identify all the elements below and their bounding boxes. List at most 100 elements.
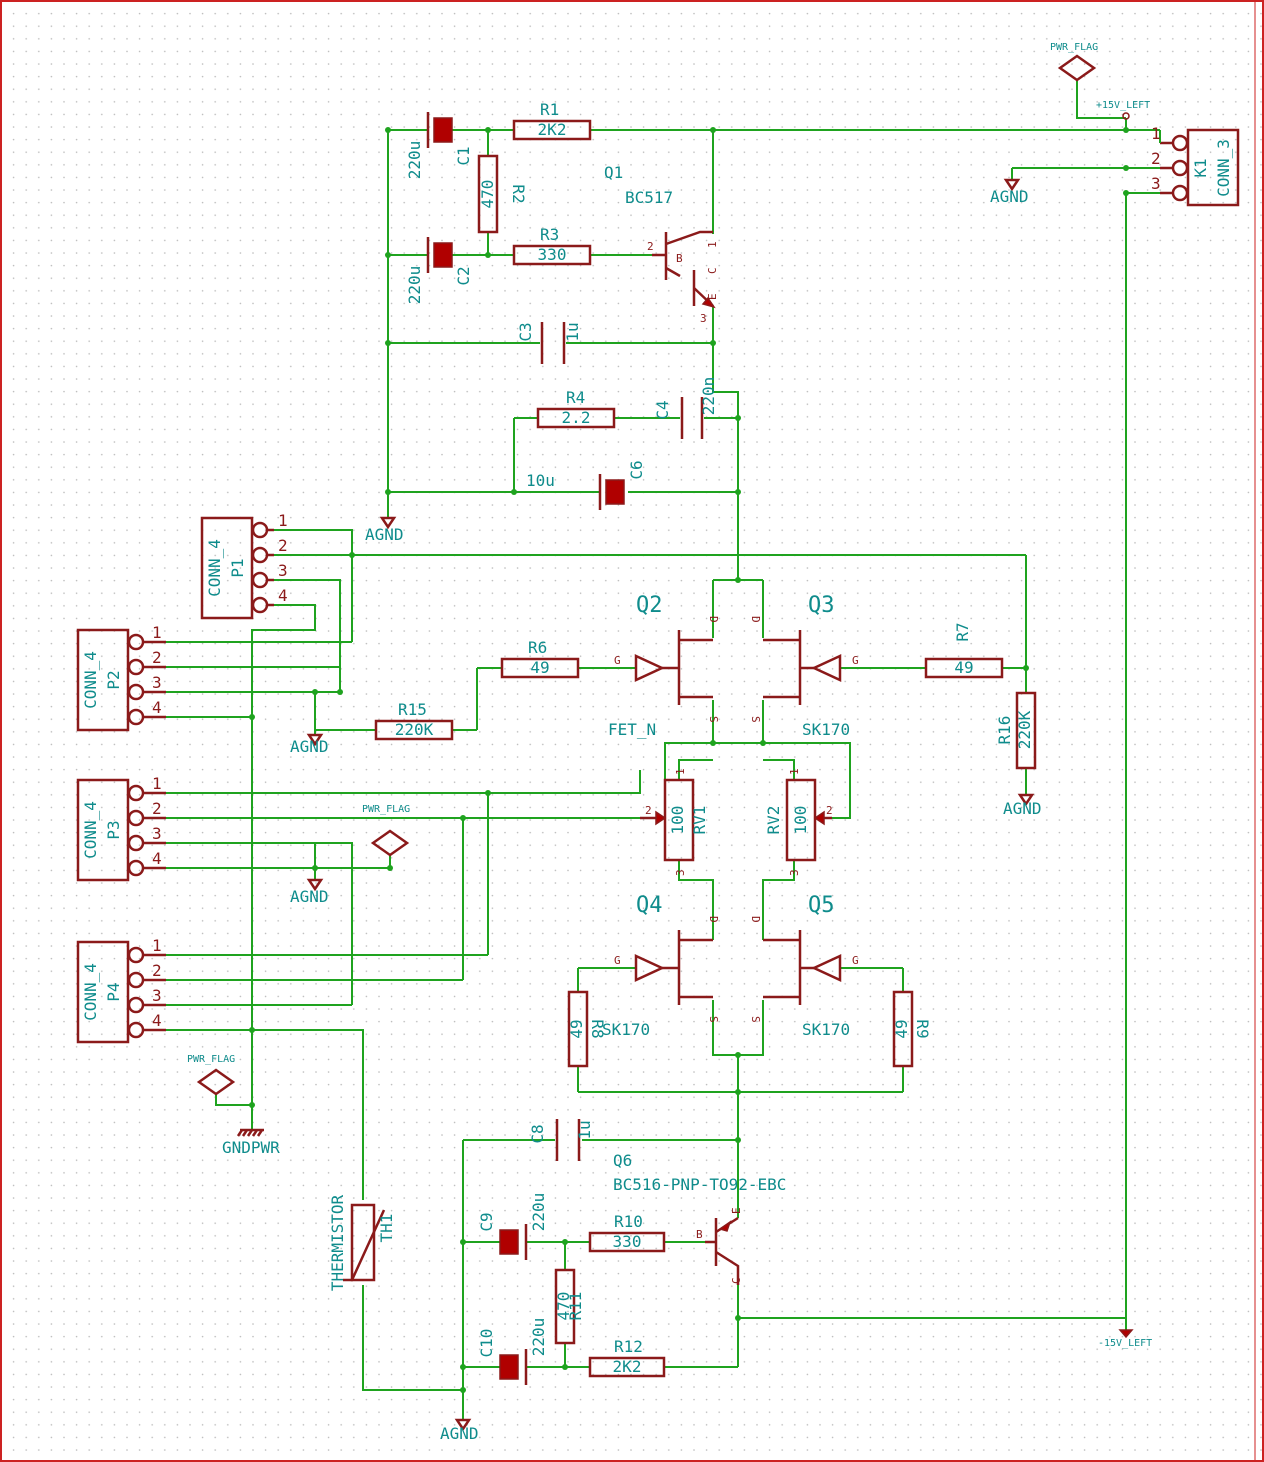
transistor-q1[interactable]: Q1 BC517 B C E 2 1 3 <box>604 163 719 325</box>
pin-g-q4: G <box>614 954 621 967</box>
value-c8: 1u <box>575 1120 594 1139</box>
ref-r9: R9 <box>913 1019 932 1038</box>
resistor-r4[interactable]: R4 2.2 <box>536 388 616 429</box>
pin-d-q2: D <box>707 616 720 623</box>
pin-c-q6: C <box>730 1277 743 1284</box>
pin-d-q4: D <box>707 916 720 923</box>
thermistor-th1[interactable]: THERMISTOR TH1 <box>328 1194 396 1291</box>
pin-s-q2: S <box>707 716 720 723</box>
transistor-q3[interactable]: Q3 SK170 G D S <box>749 593 859 739</box>
resistor-r7[interactable]: R7 49 <box>924 622 1004 679</box>
vneg-symbol: -15V_LEFT <box>1098 1329 1152 1349</box>
pin-1-p3: 1 <box>152 774 162 793</box>
resistor-r12[interactable]: R12 2K2 <box>588 1337 666 1378</box>
pwr-flag-label-top: PWR_FLAG <box>1050 42 1098 53</box>
agnd-symbol-p3: AGND <box>290 878 329 906</box>
resistor-r9[interactable]: 49 R9 <box>892 990 932 1068</box>
value-r10: 330 <box>613 1232 642 1251</box>
resistor-r10[interactable]: R10 330 <box>588 1212 666 1253</box>
value-c2: 220u <box>405 266 424 305</box>
vpos-symbol: +15V_LEFT <box>1096 100 1150 120</box>
resistor-r15[interactable]: R15 220K <box>374 700 454 741</box>
pin-3-q1: 3 <box>700 312 707 325</box>
pin-1-p1: 1 <box>278 511 288 530</box>
pin-1-q1: 1 <box>706 241 719 248</box>
resistor-r11[interactable]: 470 R11 <box>554 1268 585 1345</box>
value-c1: 220u <box>405 141 424 180</box>
potentiometer-rv2[interactable]: 100 RV2 2 1 3 <box>764 768 833 876</box>
pin-4-p2: 4 <box>152 698 162 717</box>
pin-3-k1: 3 <box>1151 174 1161 193</box>
pin-4-p3: 4 <box>152 849 162 868</box>
capacitor-c6[interactable]: C6 10u <box>526 460 646 510</box>
capacitor-c2[interactable]: C2 220u <box>405 237 473 304</box>
capacitor-c8[interactable]: C8 1u <box>528 1119 594 1161</box>
connector-p2[interactable]: 1 2 3 4 CONN_4 P2 <box>76 623 166 732</box>
value-q3: SK170 <box>802 720 850 739</box>
resistor-r3[interactable]: R3 330 <box>512 225 592 266</box>
capacitor-c3[interactable]: C3 1u <box>516 322 582 364</box>
connector-k1[interactable]: 1 2 3 K1 CONN_3 <box>1151 124 1240 207</box>
pin-3-p4: 3 <box>152 986 162 1005</box>
value-r2: 470 <box>478 180 497 209</box>
value-c4: 220n <box>699 377 718 416</box>
value-p2: CONN_4 <box>81 651 100 709</box>
ref-k1: K1 <box>1191 158 1210 177</box>
agnd-label-top: AGND <box>365 525 404 544</box>
connector-p1[interactable]: 1 2 3 4 CONN_4 P1 <box>200 511 288 620</box>
capacitor-c4[interactable]: C4 220n <box>653 377 718 439</box>
gndpwr-symbol: GNDPWR <box>222 1128 280 1157</box>
resistor-r1[interactable]: R1 2K2 <box>512 100 592 141</box>
capacitor-c9[interactable]: C9 220u <box>477 1193 548 1260</box>
pin-2-p3: 2 <box>152 799 162 818</box>
resistor-r8[interactable]: 49 R8 <box>567 990 607 1068</box>
pin-g-q3: G <box>852 654 859 667</box>
value-r1: 2K2 <box>538 120 567 139</box>
value-r11: 470 <box>554 1292 573 1321</box>
pin-b-q6: B <box>696 1228 703 1241</box>
power-flag-top: PWR_FLAG <box>1050 42 1098 82</box>
transistor-q5[interactable]: Q5 SK170 G D S <box>749 893 859 1039</box>
ref-c9: C9 <box>477 1212 496 1231</box>
pin-2-p4: 2 <box>152 961 162 980</box>
value-q1: BC517 <box>625 188 673 207</box>
pin-2-k1: 2 <box>1151 149 1161 168</box>
ref-th1: TH1 <box>377 1214 396 1243</box>
potentiometer-rv1[interactable]: 100 RV1 2 1 3 <box>640 768 709 876</box>
ref-r2: R2 <box>509 184 528 203</box>
value-r7: 49 <box>954 658 973 677</box>
pin-3-p2: 3 <box>152 673 162 692</box>
connector-p3[interactable]: 1 2 3 4 CONN_4 P3 <box>76 774 166 882</box>
transistor-q2[interactable]: Q2 FET_N G D S <box>608 593 720 739</box>
capacitor-c10[interactable]: C10 220u <box>477 1318 548 1385</box>
value-q2: FET_N <box>608 720 656 739</box>
ref-c4: C4 <box>653 400 672 419</box>
resistor-r6[interactable]: R6 49 <box>500 638 580 679</box>
pin-1-p2: 1 <box>152 623 162 642</box>
ref-r15: R15 <box>398 700 427 719</box>
pin-1-p4: 1 <box>152 936 162 955</box>
pin-3-rv1: 3 <box>674 869 687 876</box>
value-c3: 1u <box>563 322 582 341</box>
ref-c8: C8 <box>528 1124 547 1143</box>
transistor-q4[interactable]: Q4 SK170 G D S <box>602 893 720 1039</box>
value-q5: SK170 <box>802 1020 850 1039</box>
value-r16: 220K <box>1015 710 1034 749</box>
value-th1: THERMISTOR <box>328 1194 347 1291</box>
capacitor-c1[interactable]: C1 220u <box>405 112 473 179</box>
value-rv2: 100 <box>791 806 810 835</box>
agnd-symbol-top: AGND <box>365 516 404 544</box>
transistor-q6[interactable]: Q6 BC516-PNP-TO92-EBC B E C <box>613 1151 786 1285</box>
resistor-r2[interactable]: 470 R2 <box>477 154 528 234</box>
agnd-label-r16: AGND <box>1003 799 1042 818</box>
connector-p4[interactable]: 1 2 3 4 CONN_4 P4 <box>76 936 166 1044</box>
ref-q5: Q5 <box>808 893 835 918</box>
resistor-r16[interactable]: 220K R16 <box>995 691 1037 770</box>
value-q4: SK170 <box>602 1020 650 1039</box>
pin-3-p1: 3 <box>278 561 288 580</box>
ref-r3: R3 <box>540 225 559 244</box>
agnd-symbol-p2: AGND <box>290 733 329 756</box>
pwr-flag-label-p4: PWR_FLAG <box>187 1054 235 1065</box>
